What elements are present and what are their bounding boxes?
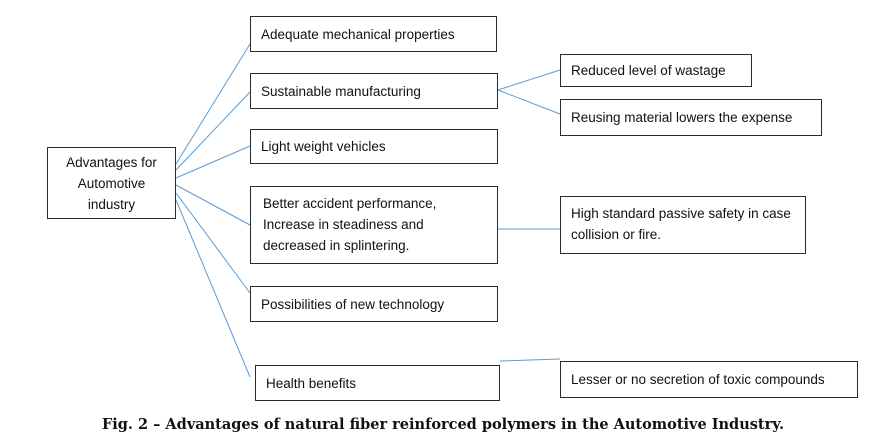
figure-caption: Fig. 2 – Advantages of natural fiber rei… (101, 416, 785, 433)
branch-possibilities-new-technology: Possibilities of new technology (250, 286, 498, 322)
connector-health-toxic (499, 358, 561, 362)
connector-root-lightweight (175, 145, 251, 179)
sub-toxic-compounds: Lesser or no secretion of toxic compound… (560, 361, 858, 398)
branch-light-weight-vehicles: Light weight vehicles (250, 129, 498, 164)
sub-reduced-wastage: Reduced level of wastage (560, 54, 752, 87)
connector-root-adequate (175, 43, 251, 165)
branch-adequate-mechanical-properties: Adequate mechanical properties (250, 16, 497, 52)
sub-passive-safety: High standard passive safety in case col… (560, 196, 806, 254)
connector-sustainable-reusing (497, 89, 561, 115)
connector-root-sustainable (175, 91, 251, 171)
connector-root-accident (175, 184, 251, 226)
connector-root-technology (175, 192, 251, 294)
branch-health-benefits: Health benefits (255, 365, 500, 401)
sub-reusing-material: Reusing material lowers the expense (560, 99, 822, 136)
branch-better-accident-performance: Better accident performance, Increase in… (250, 186, 498, 264)
connector-root-health (175, 199, 251, 378)
connector-sustainable-wastage (497, 69, 561, 91)
root-node: Advantages for Automotive industry (47, 147, 176, 219)
branch-sustainable-manufacturing: Sustainable manufacturing (250, 73, 498, 109)
